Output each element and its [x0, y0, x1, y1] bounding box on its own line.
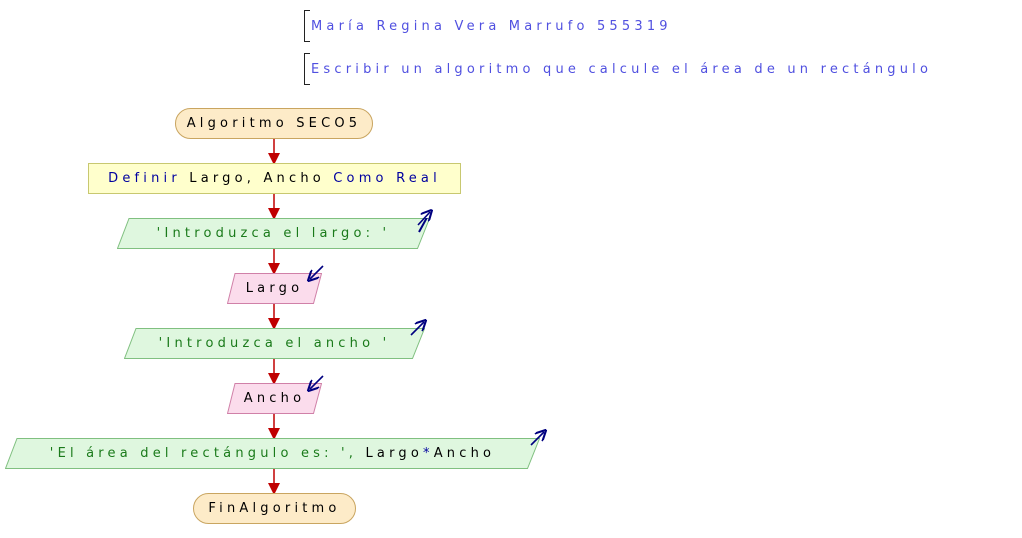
author-comment-text: María Regina Vera Marrufo 555319 [311, 18, 672, 34]
type-keyword: Real [396, 171, 441, 186]
input-arrow-icon [310, 265, 324, 279]
input-ancho[interactable]: Ancho [227, 383, 322, 414]
start-terminal[interactable]: Algoritmo SECO5 [175, 108, 373, 139]
expr-largo: Largo [365, 446, 423, 461]
output-arrow-icon [530, 432, 544, 446]
input-arrow-icon [310, 375, 324, 389]
define-keyword: Definir [108, 171, 181, 186]
output-ancho-prompt[interactable]: 'Introduzca el ancho ' [124, 328, 425, 359]
input-shape [227, 273, 322, 304]
expr-operator: * [423, 446, 434, 461]
output-shape [117, 218, 431, 249]
description-comment: Escribir un algoritmo que calcule el áre… [304, 53, 932, 85]
input-ancho-text: Ancho [243, 391, 306, 406]
output-arrow-icon [410, 322, 424, 336]
start-keyword: Algoritmo [186, 116, 288, 131]
output-largo-text: 'Introduzca el largo: ' [156, 226, 391, 241]
output-arrow-icon [418, 218, 428, 233]
author-comment: María Regina Vera Marrufo 555319 [304, 10, 672, 42]
algorithm-name: SECO5 [296, 116, 362, 131]
output-shape [124, 328, 425, 359]
output-area-result[interactable]: 'El área del rectángulo es: ', Largo*Anc… [5, 438, 540, 469]
define-vars: Largo, Ancho [189, 171, 325, 186]
output-area-text: 'El área del rectángulo es: ', [49, 446, 366, 461]
end-keyword: FinAlgoritmo [208, 501, 341, 516]
output-arrow-icon [417, 212, 430, 226]
define-process[interactable]: Definir Largo, Ancho Como Real [88, 163, 461, 194]
output-ancho-text: 'Introduzca el ancho ' [158, 336, 391, 351]
output-largo-prompt[interactable]: 'Introduzca el largo: ' [117, 218, 431, 249]
expr-ancho: Ancho [433, 446, 496, 461]
end-terminal[interactable]: FinAlgoritmo [193, 493, 356, 524]
input-largo[interactable]: Largo [227, 273, 322, 304]
input-largo-text: Largo [245, 281, 304, 296]
input-shape [227, 383, 322, 414]
description-comment-text: Escribir un algoritmo que calcule el áre… [311, 61, 933, 77]
output-area-content: 'El área del rectángulo es: ', Largo*Anc… [50, 446, 495, 461]
como-keyword: Como [333, 171, 388, 186]
output-shape [5, 438, 540, 469]
